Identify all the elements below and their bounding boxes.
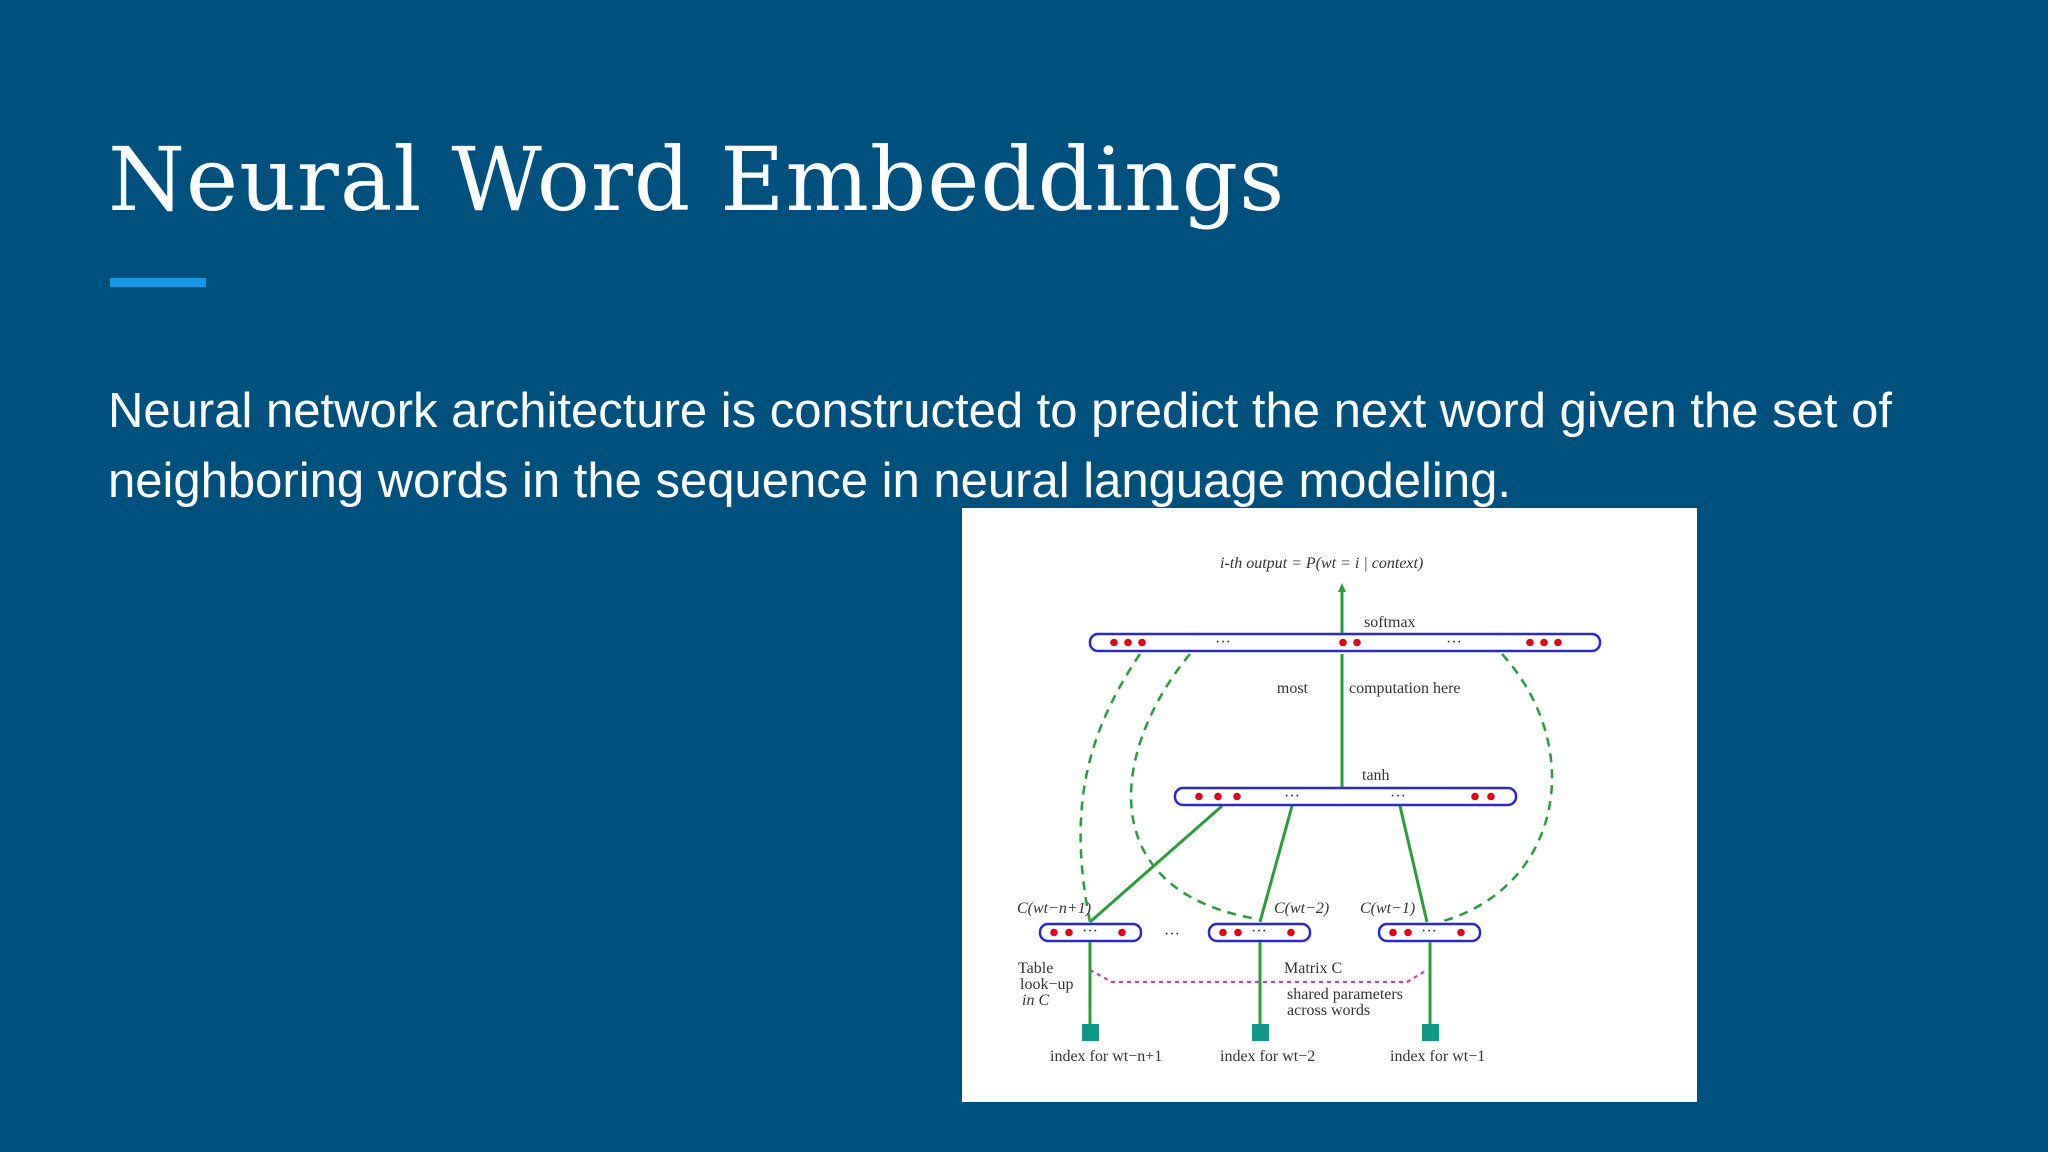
shared-parameter-link [1089, 969, 1428, 984]
shared-params-line-1: shared parameters [1287, 986, 1403, 1003]
index-node-2 [1252, 1024, 1269, 1041]
embedding-layer-3: ··· [1377, 922, 1482, 943]
embedding-2-ellipsis: ··· [1251, 923, 1267, 940]
embedding-1-ellipsis: ··· [1082, 923, 1098, 940]
embedding-label-1: C(wt−n+1) [1017, 900, 1091, 917]
embed1-to-hidden-link [1089, 804, 1223, 924]
index-label-1: index for wt−n+1 [1050, 1048, 1162, 1065]
embedding-gap-ellipsis: ··· [1164, 926, 1180, 943]
embedding-layer-1: ··· [1038, 922, 1143, 943]
table-lookup-line-2: look−up [1020, 976, 1073, 993]
computation-note-right: computation here [1349, 680, 1461, 697]
index-node-1 [1082, 1024, 1099, 1041]
embedding-3-ellipsis: ··· [1421, 923, 1437, 940]
tanh-label: tanh [1362, 767, 1390, 784]
embed2-to-hidden-link [1258, 805, 1294, 923]
tanh-ellipsis-2: ··· [1390, 788, 1406, 805]
embed3-to-hidden-link [1398, 805, 1429, 923]
index-label-2: index for wt−2 [1220, 1048, 1315, 1065]
slide-title: Neural Word Embeddings [108, 128, 1286, 231]
embedding-layer-2: ··· [1207, 922, 1312, 943]
lookup-connectors [1088, 942, 1432, 1024]
softmax-ellipsis-2: ··· [1446, 634, 1462, 651]
diagram-canvas: i-th output = P(wt = i | context) softma… [1017, 555, 1602, 1065]
title-accent-bar [110, 278, 206, 287]
shared-params-line-2: across words [1287, 1002, 1370, 1019]
direct-connections [1079, 653, 1554, 924]
softmax-layer: ··· ··· [1088, 632, 1602, 653]
index-label-3: index for wt−1 [1390, 1048, 1485, 1065]
matrix-c-label: Matrix C [1284, 960, 1342, 977]
index-node-3 [1422, 1024, 1439, 1041]
softmax-neurons [1110, 638, 1562, 647]
output-label: i-th output = P(wt = i | context) [1220, 555, 1423, 572]
hidden-connections [1089, 654, 1429, 924]
neural-lm-diagram: i-th output = P(wt = i | context) softma… [962, 508, 1697, 1102]
tanh-neurons [1195, 792, 1495, 801]
slide-body-text: Neural network architecture is construct… [108, 384, 1892, 508]
embedding-label-3: C(wt−1) [1360, 900, 1415, 917]
skip-connection-1 [1079, 653, 1142, 923]
table-lookup-line-1: Table [1018, 960, 1053, 977]
tanh-ellipsis-1: ··· [1284, 788, 1300, 805]
table-lookup-line-3: in C [1022, 992, 1049, 1009]
softmax-ellipsis-1: ··· [1215, 634, 1231, 651]
skip-connection-2 [1129, 653, 1253, 920]
computation-note-left: most [1277, 680, 1309, 697]
softmax-label: softmax [1364, 614, 1416, 631]
embedding-label-2: C(wt−2) [1274, 900, 1329, 917]
tanh-layer: ··· ··· [1173, 786, 1518, 807]
skip-connection-3 [1439, 653, 1554, 924]
